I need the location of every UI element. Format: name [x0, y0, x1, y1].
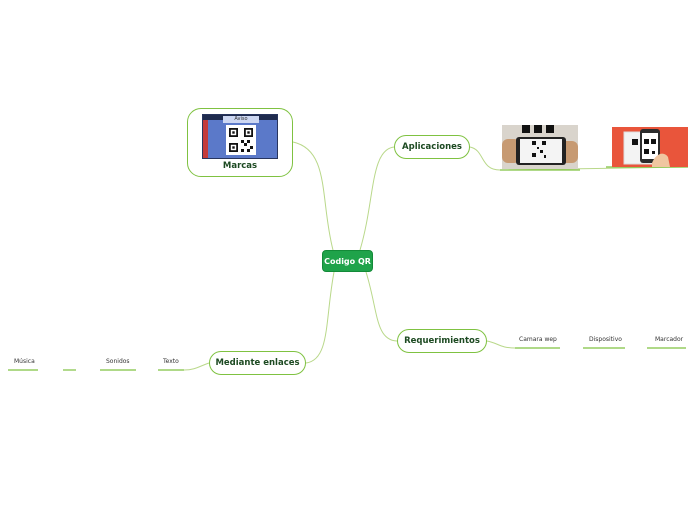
branch-requerimientos[interactable]: Requerimientos: [397, 329, 487, 353]
link-aplicaciones: [359, 146, 395, 251]
marcas-image-sidebar: [203, 120, 208, 158]
marcas-qr-panel: [226, 125, 256, 155]
qr-code-icon: [229, 128, 253, 152]
phone-scan-illustration: [502, 125, 578, 165]
branch-marcas-label: Marcas: [222, 161, 258, 171]
link-aplicaciones-images: [469, 146, 689, 171]
aplicaciones-image-phone-scan: [502, 125, 578, 169]
leaf-dispositivo[interactable]: Dispositivo: [589, 336, 622, 343]
link-marcas: [292, 141, 334, 251]
link-enlaces: [305, 271, 335, 364]
marcas-image: Aviso: [202, 114, 278, 159]
leaf-camara-wep[interactable]: Camara wep: [519, 336, 557, 343]
branch-mediante-enlaces[interactable]: Mediante enlaces: [209, 351, 306, 375]
leaf-musica[interactable]: Música: [14, 358, 35, 365]
branch-aplicaciones[interactable]: Aplicaciones: [394, 135, 470, 159]
link-enlaces-items: [183, 362, 210, 371]
branch-marcas[interactable]: Aviso Marcas: [187, 108, 293, 177]
central-topic[interactable]: Codigo QR: [322, 250, 373, 272]
marcas-image-title: Aviso: [223, 116, 259, 123]
phone-hand-illustration: [623, 129, 670, 167]
leaf-marcador[interactable]: Marcador: [655, 336, 684, 343]
leaf-texto[interactable]: Texto: [163, 358, 179, 365]
link-requerimientos-items: [486, 340, 516, 349]
link-requerimientos: [365, 271, 398, 342]
leaf-sonidos[interactable]: Sonidos: [106, 358, 130, 365]
aplicaciones-image-phone-hand: [612, 127, 688, 167]
